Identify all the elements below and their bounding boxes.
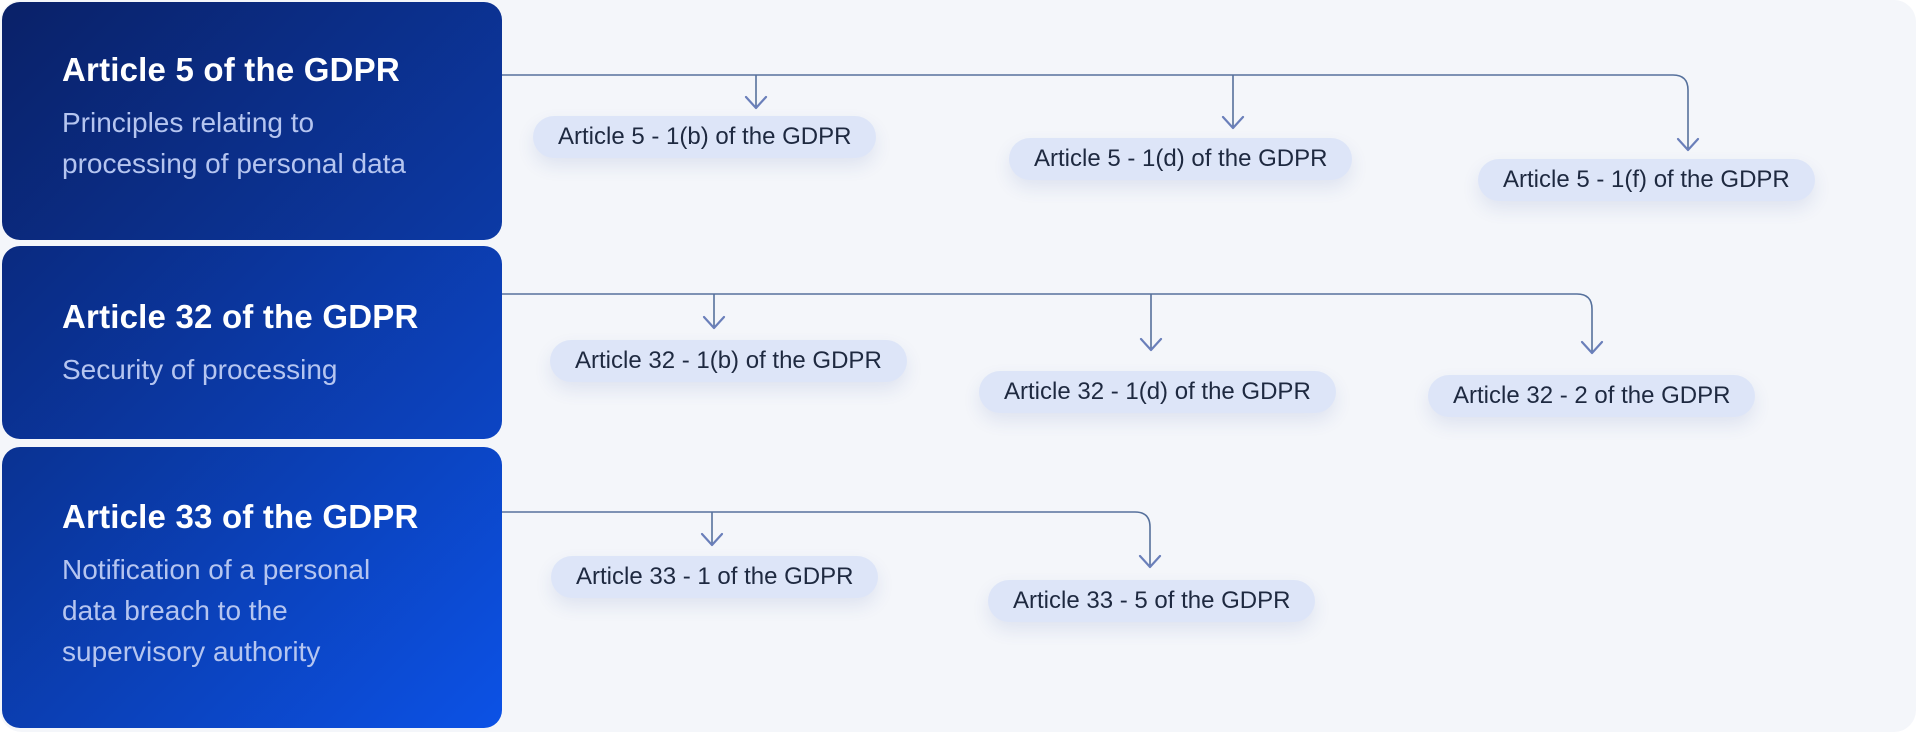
- card-subtitle: Principles relating to processing of per…: [62, 107, 406, 179]
- card-subtitle: Security of processing: [62, 354, 338, 385]
- card-title: Article 33 of the GDPR: [62, 498, 419, 535]
- card-article-33: Article 33 of the GDPR Notification of a…: [2, 447, 502, 728]
- chip-article-32-2: Article 32 - 2 of the GDPR: [1428, 375, 1756, 417]
- card-title: Article 5 of the GDPR: [62, 51, 400, 88]
- arrowhead-icon: [1138, 554, 1162, 569]
- card-title: Article 32 of the GDPR: [62, 298, 419, 335]
- chip-article-32-1b: Article 32 - 1(b) of the GDPR: [550, 340, 907, 382]
- arrowhead-icon: [1580, 340, 1604, 355]
- card-subtitle: Notification of a personal data breach t…: [62, 554, 371, 667]
- arrowhead-icon: [1139, 337, 1163, 352]
- arrowhead-icon: [700, 532, 724, 547]
- arrowhead-icon: [702, 315, 726, 330]
- arrowhead-icon: [744, 95, 768, 110]
- chip-article-33-1: Article 33 - 1 of the GDPR: [551, 556, 879, 598]
- chip-article-5-1f: Article 5 - 1(f) of the GDPR: [1478, 159, 1815, 201]
- arrowhead-icon: [1221, 115, 1245, 130]
- chip-article-33-5: Article 33 - 5 of the GDPR: [988, 580, 1316, 622]
- chip-article-5-1d: Article 5 - 1(d) of the GDPR: [1009, 138, 1353, 180]
- chip-article-32-1d: Article 32 - 1(d) of the GDPR: [979, 371, 1336, 413]
- arrowhead-icon: [1676, 137, 1700, 152]
- card-article-5: Article 5 of the GDPR Principles relatin…: [2, 2, 502, 240]
- card-article-32: Article 32 of the GDPR Security of proce…: [2, 246, 502, 439]
- chip-article-5-1b: Article 5 - 1(b) of the GDPR: [533, 116, 877, 158]
